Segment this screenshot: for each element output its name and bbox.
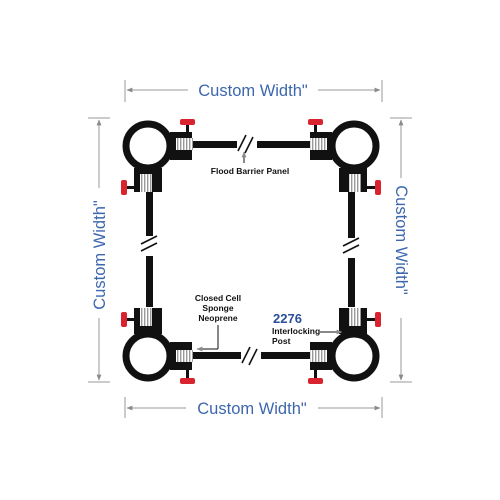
- valve-icon: [121, 312, 136, 327]
- post-label-line1: Interlocking: [272, 326, 320, 336]
- seal-label-line3: Neoprene: [198, 313, 237, 323]
- dimension-right: Custom Width": [390, 117, 412, 383]
- post-callout: 2276 Interlocking Post: [272, 311, 343, 346]
- dimension-label-right: Custom Width": [392, 185, 410, 295]
- panel-top: [190, 134, 315, 154]
- panel-callout: Flood Barrier Panel: [211, 151, 289, 176]
- dimension-left: Custom Width": [88, 117, 110, 383]
- panel-right: [341, 192, 361, 307]
- valve-icon: [180, 119, 195, 134]
- post-label-line2: Post: [272, 336, 291, 346]
- valve-icon: [308, 370, 323, 384]
- valve-icon: [366, 312, 381, 327]
- post-number: 2276: [273, 311, 302, 326]
- post-bottom-right: [310, 308, 380, 382]
- panel-label: Flood Barrier Panel: [211, 166, 289, 176]
- seal-callout: Closed Cell Sponge Neoprene: [195, 293, 241, 352]
- seal-label-line2: Sponge: [202, 303, 233, 313]
- dimension-label-bottom: Custom Width": [197, 400, 307, 418]
- dimension-label-left: Custom Width": [91, 200, 109, 310]
- valve-icon: [121, 180, 136, 195]
- valve-icon: [180, 370, 195, 384]
- dimension-bottom: Custom Width": [124, 397, 383, 418]
- dimension-label-top: Custom Width": [198, 82, 308, 100]
- valve-icon: [308, 119, 323, 134]
- panel-bottom: [190, 346, 315, 366]
- post-top-left: [122, 120, 193, 192]
- post-bottom-left: [122, 308, 193, 382]
- seal-label-line1: Closed Cell: [195, 293, 241, 303]
- panel-left: [139, 192, 159, 307]
- valve-icon: [366, 180, 381, 195]
- post-top-right: [310, 120, 380, 192]
- dimension-top: Custom Width": [124, 80, 383, 102]
